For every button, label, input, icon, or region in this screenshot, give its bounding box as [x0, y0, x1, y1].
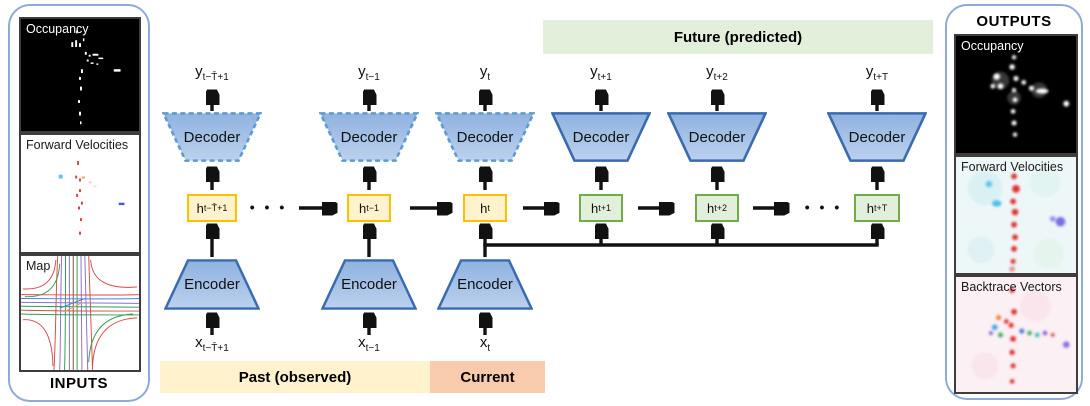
ellipsis-right: • • • — [804, 199, 840, 215]
past-band-label: Past (observed) — [238, 368, 352, 386]
inputs-panel: Occupancy Forward Velocities — [8, 4, 150, 402]
decoder-block: Decoder — [667, 112, 767, 162]
decoder-label: Decoder — [848, 128, 906, 146]
inputs-title: INPUTS — [49, 375, 108, 392]
x-input-label: xt−1 — [358, 334, 380, 354]
encoder-label: Encoder — [184, 276, 240, 293]
map-input-image: Map — [19, 254, 141, 372]
encoder-label: Encoder — [341, 276, 397, 293]
decoder-label: Decoder — [183, 128, 241, 146]
ellipsis-left: • • • — [249, 199, 285, 215]
past-band: Past (observed) — [160, 361, 430, 393]
decoder-block: Decoder — [551, 112, 651, 162]
occupancy-output-label: Occupancy — [961, 39, 1024, 53]
y-output-label: yt — [479, 63, 491, 83]
encoder-block: Encoder — [437, 259, 533, 310]
y-output-label: yt+2 — [706, 63, 728, 83]
map-input-label: Map — [26, 259, 51, 273]
x-input-label: xt — [479, 334, 491, 354]
decoder-label: Decoder — [456, 128, 514, 146]
future-band-label: Future (predicted) — [673, 28, 803, 46]
encoder-label: Encoder — [457, 276, 513, 293]
forward-velocities-output-label: Forward Velocities — [961, 160, 1064, 174]
outputs-title: OUTPUTS — [976, 13, 1052, 30]
occupancy-input-label: Occupancy — [26, 22, 89, 36]
future-band: Future (predicted) — [543, 20, 933, 54]
y-output-label: yt+1 — [590, 63, 612, 83]
decoder-label: Decoder — [572, 128, 630, 146]
encoder-block: Encoder — [321, 259, 417, 310]
backtrace-vectors-output-image: Backtrace Vectors — [954, 275, 1078, 394]
x-input-label: xt−T̄+1 — [195, 334, 229, 354]
forward-velocities-output-image: Forward Velocities — [954, 155, 1078, 275]
current-band-label: Current — [460, 368, 515, 386]
decoder-label: Decoder — [688, 128, 746, 146]
decoder-block: Decoder — [435, 112, 535, 162]
decoder-label: Decoder — [340, 128, 398, 146]
decoder-block: Decoder — [319, 112, 419, 162]
encoder-block: Encoder — [164, 259, 260, 310]
outputs-panel: OUTPUTS Occupancy — [945, 4, 1083, 400]
y-output-label: yt−1 — [358, 63, 380, 83]
y-output-label: yt+T — [865, 63, 889, 83]
occupancy-input-image: Occupancy — [19, 17, 141, 133]
y-output-label: yt−T̄+1 — [195, 63, 229, 83]
occupancy-output-image: Occupancy — [954, 34, 1078, 155]
current-band: Current — [430, 361, 545, 393]
forward-velocities-input-image: Forward Velocities — [19, 133, 141, 254]
backtrace-vectors-output-label: Backtrace Vectors — [961, 280, 1062, 294]
decoder-block: Decoder — [827, 112, 927, 162]
decoder-block: Decoder — [162, 112, 262, 162]
forward-velocities-input-label: Forward Velocities — [26, 138, 129, 152]
